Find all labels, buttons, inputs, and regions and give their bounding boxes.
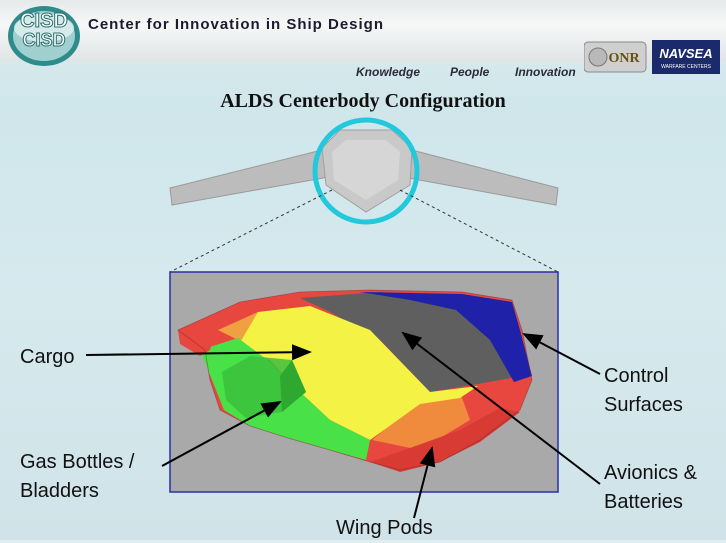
svg-text:CISD: CISD: [20, 10, 68, 32]
gas-bottles-label: Gas Bottles / Bladders: [20, 451, 135, 502]
highlight-circle: [312, 117, 420, 225]
tagline-innovation: Innovation: [515, 65, 576, 79]
cargo-arrow: [85, 344, 312, 361]
wing-pods-label: Wing Pods: [336, 517, 433, 539]
svg-text:WARFARE CENTERS: WARFARE CENTERS: [661, 64, 711, 70]
control-surfaces-label: Control Surfaces: [604, 365, 683, 416]
svg-text:CISD: CISD: [22, 30, 65, 50]
tagline-knowledge: Knowledge: [356, 65, 421, 79]
control-surfaces-arrow: [522, 333, 601, 375]
tagline-people: People: [450, 65, 490, 79]
onr-logo-text: ONR: [608, 51, 640, 66]
org-title: Center for Innovation in Ship Design: [88, 16, 385, 33]
navsea-logo-text: NAVSEA: [659, 46, 712, 61]
gas-bottles-arrow: [161, 401, 282, 467]
wing-pods-arrow: [413, 446, 436, 519]
cargo-label: Cargo: [20, 346, 75, 368]
zoom-line-right: [399, 189, 559, 273]
slide-title: ALDS Centerbody Configuration: [220, 90, 506, 112]
partner-logos: ONR NAVSEA WARFARE CENTERS: [584, 40, 720, 74]
avionics-batteries-label: Avionics & Batteries: [604, 462, 698, 513]
aircraft-planform: [169, 129, 559, 213]
zoom-line-left: [169, 189, 333, 273]
cisd-logo: CISD CISD: [8, 6, 80, 66]
avionics-arrow: [401, 331, 601, 485]
